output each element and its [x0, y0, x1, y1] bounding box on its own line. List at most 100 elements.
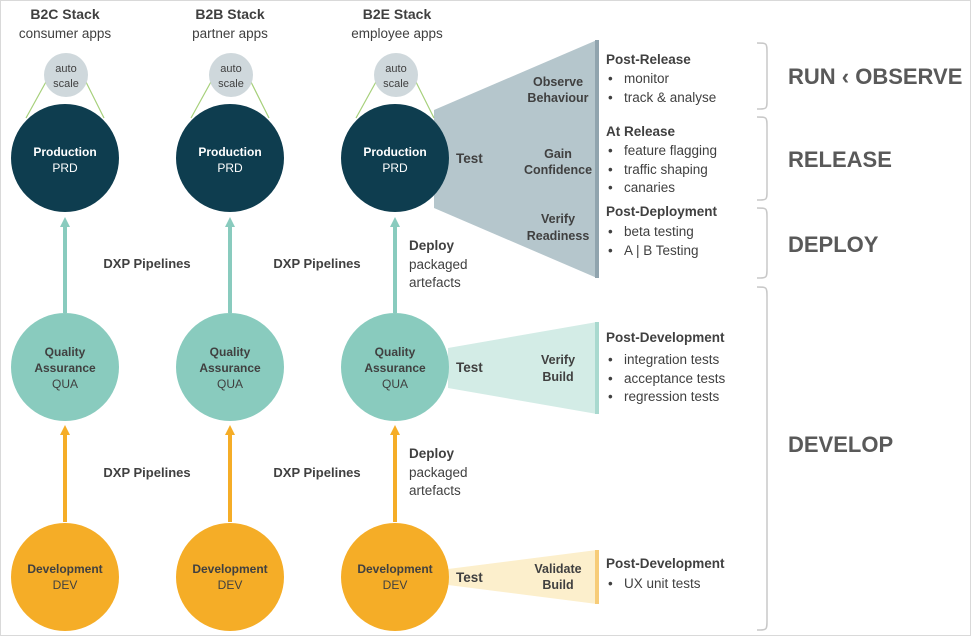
phase-item: traffic shaping — [624, 162, 708, 177]
bullet: • — [608, 90, 613, 105]
phase-title: Post-Development — [606, 330, 725, 345]
phase-post-development-qua: Post-Development • integration tests • a… — [606, 330, 726, 404]
autoscale-line2: scale — [218, 78, 244, 90]
node-quality-b2e: Quality Assurance QUA — [341, 313, 449, 421]
bullet: • — [608, 243, 613, 258]
funnel-validate-build-line2: Build — [542, 578, 573, 592]
dev-funnel — [448, 550, 597, 604]
bracket-run — [756, 42, 768, 110]
funnel-verify-build-line1: Verify — [541, 353, 575, 367]
node-title: Production — [33, 145, 96, 159]
node-code: QUA — [217, 377, 243, 391]
autoscale-b2c: auto scale — [44, 53, 88, 97]
node-code: DEV — [53, 578, 78, 592]
bullet: • — [608, 576, 613, 591]
node-code: QUA — [52, 377, 78, 391]
phase-title: Post-Deployment — [606, 204, 718, 219]
phase-at-release: At Release • feature flagging • traffic … — [606, 124, 717, 195]
funnel-gain-line2: Confidence — [524, 163, 592, 177]
pipeline-label-b2c-lower: DXP Pipelines — [103, 465, 190, 480]
node-production-b2e: Production PRD — [341, 104, 449, 212]
node-development-b2c: Development DEV — [11, 523, 119, 631]
node-code: PRD — [382, 161, 408, 175]
bullet: • — [608, 371, 613, 386]
autoscale-line1: auto — [55, 63, 76, 75]
funnel-validate-build-line1: Validate — [534, 562, 581, 576]
node-quality-b2c: Quality Assurance QUA — [11, 313, 119, 421]
stage-label-release: RELEASE — [788, 147, 892, 172]
deploy-line3: artefacts — [409, 275, 461, 290]
node-title-line1: Quality — [375, 345, 416, 359]
node-code: QUA — [382, 377, 408, 391]
node-code: PRD — [52, 161, 78, 175]
pipeline-label-b2b-upper: DXP Pipelines — [273, 256, 360, 271]
autoscale-b2b: auto scale — [209, 53, 253, 97]
phase-item: monitor — [624, 71, 670, 86]
pipeline-label-b2b-lower: DXP Pipelines — [273, 465, 360, 480]
phase-title: At Release — [606, 124, 676, 139]
deploy-line3: artefacts — [409, 483, 461, 498]
pipeline-arrows — [60, 217, 400, 522]
deploy-label-upper: Deploy packaged artefacts — [409, 238, 468, 290]
stack-b2c-subtitle: consumer apps — [19, 26, 112, 41]
node-title: Development — [357, 562, 432, 576]
stage-brackets — [756, 42, 768, 631]
node-production-b2c: Production PRD — [11, 104, 119, 212]
funnel-observe-line1: Observe — [533, 75, 583, 89]
test-label-prd: Test — [456, 151, 483, 166]
autoscale-line2: scale — [383, 78, 409, 90]
node-code: DEV — [383, 578, 408, 592]
node-development-b2e: Development DEV — [341, 523, 449, 631]
bullet: • — [608, 143, 613, 158]
phase-item: canaries — [624, 180, 675, 195]
funnel-observe-line2: Behaviour — [527, 91, 588, 105]
test-label-qua: Test — [456, 360, 483, 375]
autoscale-line2: scale — [53, 78, 79, 90]
bullet: • — [608, 162, 613, 177]
funnel-gain-line1: Gain — [544, 147, 572, 161]
phase-item: UX unit tests — [624, 576, 701, 591]
node-title-line2: Assurance — [199, 361, 261, 375]
deploy-line2: packaged — [409, 465, 468, 480]
stack-b2b-subtitle: partner apps — [192, 26, 268, 41]
phase-item: integration tests — [624, 352, 720, 367]
funnel-verify-readiness-line2: Readiness — [527, 229, 590, 243]
phase-item: regression tests — [624, 389, 720, 404]
phase-item: A | B Testing — [624, 243, 699, 258]
bracket-develop — [756, 286, 768, 631]
node-title-line1: Quality — [45, 345, 86, 359]
bullet: • — [608, 389, 613, 404]
node-title-line2: Assurance — [34, 361, 96, 375]
test-label-dev: Test — [456, 570, 483, 585]
node-title: Production — [363, 145, 426, 159]
phase-item: feature flagging — [624, 143, 717, 158]
phase-post-release: Post-Release • monitor • track & analyse — [606, 52, 716, 105]
funnel-verify-readiness-line1: Verify — [541, 212, 575, 226]
node-code: PRD — [217, 161, 243, 175]
node-title-line1: Quality — [210, 345, 251, 359]
node-title: Development — [27, 562, 102, 576]
bracket-release — [756, 116, 768, 201]
bullet: • — [608, 224, 613, 239]
node-title: Development — [192, 562, 267, 576]
phase-post-deployment: Post-Deployment • beta testing • A | B T… — [606, 204, 718, 258]
stack-b2e-title: B2E Stack — [363, 6, 432, 22]
phase-item: track & analyse — [624, 90, 716, 105]
bullet: • — [608, 71, 613, 86]
autoscale-line1: auto — [385, 63, 406, 75]
bullet: • — [608, 180, 613, 195]
bracket-deploy — [756, 207, 768, 279]
funnel-verify-build-line2: Build — [542, 370, 573, 384]
stage-label-develop: DEVELOP — [788, 432, 893, 457]
autoscale-connectors — [25, 79, 435, 119]
node-development-b2b: Development DEV — [176, 523, 284, 631]
phase-title: Post-Release — [606, 52, 691, 67]
stack-b2b-title: B2B Stack — [195, 6, 264, 22]
autoscale-b2e: auto scale — [374, 53, 418, 97]
node-code: DEV — [218, 578, 243, 592]
stack-b2e-subtitle: employee apps — [351, 26, 443, 41]
pipeline-label-b2c-upper: DXP Pipelines — [103, 256, 190, 271]
node-quality-b2b: Quality Assurance QUA — [176, 313, 284, 421]
